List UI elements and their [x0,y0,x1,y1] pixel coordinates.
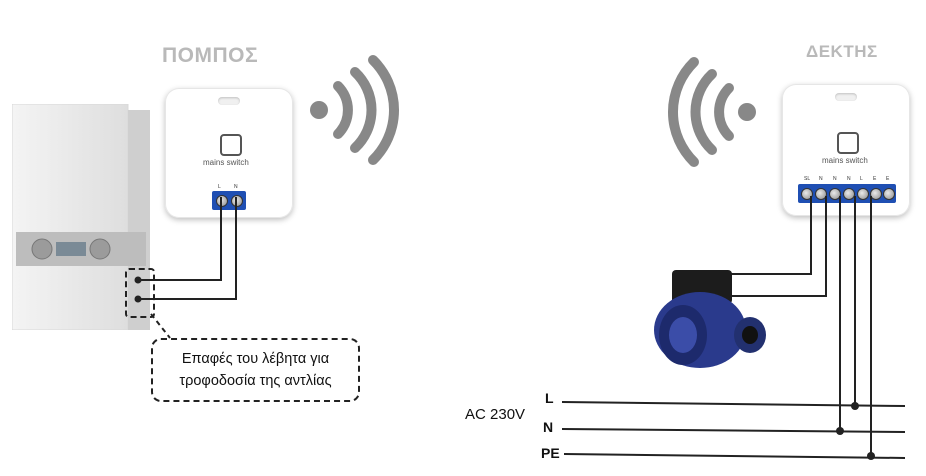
transmitter-wires [138,197,237,300]
supply-line-pe-label: PE [541,445,560,461]
rx-terminal-label-e1: E [873,176,877,182]
receiver-wires [730,196,872,456]
supply-line-l-label: L [545,390,554,406]
transmitter-module: mains switch L N [165,88,293,218]
rx-screw-n3 [843,188,855,200]
rx-terminal-label-l: L [860,176,863,182]
tx-terminal-label-n: N [234,184,238,190]
circulation-pump-icon [654,270,766,368]
rx-screw-e1 [870,188,882,200]
receiver-title: ΔΕΚΤΗΣ [806,42,878,61]
mains-switch-logo-icon [220,134,242,156]
module-led-bump [218,97,240,105]
ac-voltage-label: AC 230V [465,406,526,423]
junction-n [836,427,844,435]
rx-screw-e2 [883,188,895,200]
rx-terminal-label-n2: N [833,176,837,182]
module-led-bump [835,93,857,101]
boiler-contact-1 [134,276,142,284]
transmitter-signal-icon [310,55,400,165]
mains-switch-logo-icon [837,132,859,154]
junction-pe [867,452,875,460]
boiler-contacts-box [125,268,155,318]
boiler-icon [12,104,150,330]
rx-terminal-label-n1: N [819,176,823,182]
boiler-contact-2 [134,295,142,303]
transmitter-brand-text: mains switch [203,158,249,167]
callout-connector [150,313,171,339]
receiver-signal-icon [667,57,756,167]
transmitter-title: ΠΟΜΠΟΣ [162,44,259,67]
supply-line-n-label: N [543,419,554,435]
rx-terminal-label-sl: SL [804,176,811,182]
tx-terminal-label-l: L [218,184,221,190]
rx-screw-n2 [829,188,841,200]
callout-line-1: Επαφές του λέβητα για [181,351,330,367]
supply-lines [561,401,906,459]
rx-terminal-label-e2: E [886,176,890,182]
boiler-contacts-callout: Επαφές του λέβητα για τροφοδοσία της αντ… [151,338,360,402]
rx-screw-l [857,188,869,200]
rx-screw-n1 [815,188,827,200]
callout-line-2: τροφοδοσία της αντλίας [179,373,332,389]
rx-terminal-label-n3: N [847,176,851,182]
receiver-brand-text: mains switch [822,156,868,165]
junction-l [851,402,859,410]
